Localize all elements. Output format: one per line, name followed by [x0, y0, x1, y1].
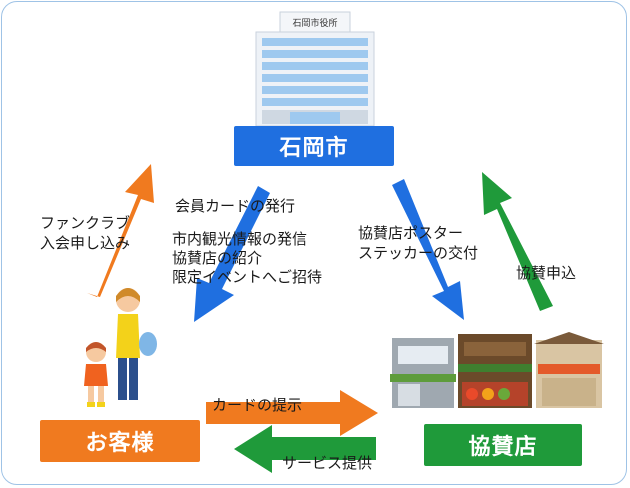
label-poster-line1: 協賛店ポスター: [358, 224, 464, 242]
label-city-info-line1: 市内観光情報の発信: [172, 230, 308, 248]
arrow-poster-delivery: [392, 179, 464, 320]
city-hall-sign: 石岡市役所: [292, 17, 337, 29]
label-service-provision: サービス提供: [282, 454, 373, 472]
arrow-partner-application: [482, 172, 553, 311]
arrow-service-provision: [234, 425, 376, 473]
partner-shops-illustration: [390, 332, 604, 408]
label-partner-application: 協賛申込: [516, 264, 577, 282]
label-city-info-line3: 限定イベントへご招待: [172, 268, 323, 286]
arrow-card-presentation: [206, 390, 378, 436]
customers-illustration: [84, 288, 157, 407]
label-card-issue: 会員カードの発行: [175, 197, 296, 215]
arrow-fanclub-application: [87, 164, 154, 297]
arrow-member-card-issue: [194, 186, 270, 322]
label-fanclub-line1: ファンクラブ: [40, 214, 131, 232]
label-card-presentation: カードの提示: [212, 396, 303, 414]
partner-shop-node: 協賛店: [424, 424, 582, 466]
city-hall-building-icon: 石岡市役所: [255, 11, 375, 127]
ishioka-city-node: 石岡市: [234, 126, 394, 166]
customer-node: お客様: [40, 420, 200, 462]
label-city-info-line2: 協賛店の紹介: [172, 249, 263, 267]
label-fanclub-line2: 入会申し込み: [40, 234, 131, 252]
label-poster-line2: ステッカーの交付: [358, 244, 479, 262]
